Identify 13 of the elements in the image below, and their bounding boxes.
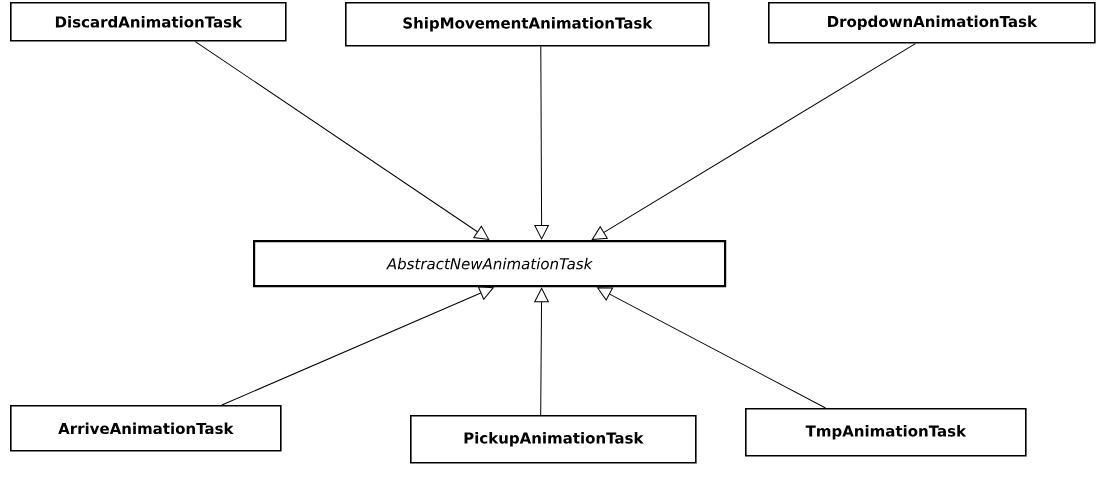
inheritance-arrow xyxy=(597,287,827,409)
class-box: ShipMovementAnimationTask xyxy=(345,2,710,47)
class-box: TmpAnimationTask xyxy=(745,408,1027,457)
inheritance-arrow xyxy=(194,41,490,240)
inheritance-arrow xyxy=(534,46,549,240)
class-box: DropdownAnimationTask xyxy=(768,2,1096,44)
inheritance-arrow xyxy=(591,43,916,240)
class-box: DiscardAnimationTask xyxy=(10,2,287,42)
inheritance-arrow xyxy=(534,287,549,416)
inheritance-arrow xyxy=(221,286,494,406)
class-box: PickupAnimationTask xyxy=(410,415,697,464)
class-box: ArriveAnimationTask xyxy=(10,405,282,452)
class-box: AbstractNewAnimationTask xyxy=(253,240,727,288)
